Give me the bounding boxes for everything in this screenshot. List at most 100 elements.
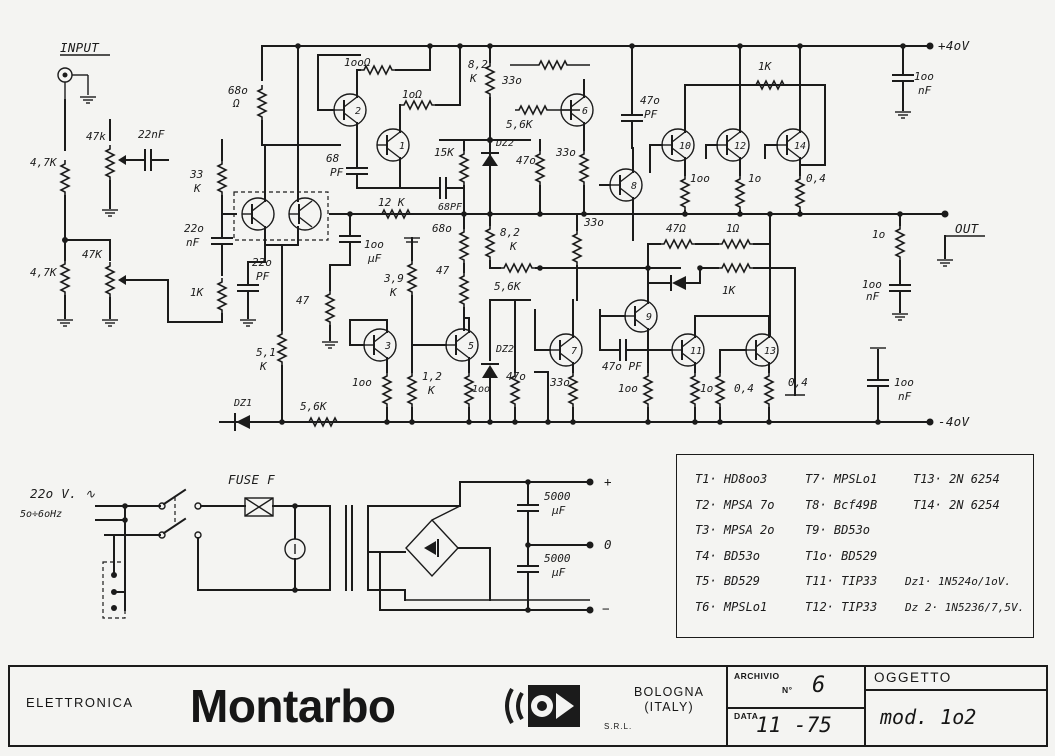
- component-label: 22o: [184, 222, 204, 235]
- component-label: 5,1: [256, 346, 276, 359]
- parts-list-item: T9· BD53o: [805, 523, 871, 537]
- component-label: 1o: [748, 172, 761, 185]
- component-label: K: [389, 286, 398, 299]
- component-label: K: [469, 72, 478, 85]
- parts-list-item: T13· 2N 6254: [913, 472, 1000, 486]
- component-label: 68o: [228, 84, 248, 97]
- component-label: nF: [918, 84, 932, 97]
- component-label: 47Ω: [666, 222, 686, 235]
- plus-rail-label: +4oV: [938, 38, 970, 53]
- supply-minus-label: −: [602, 601, 610, 616]
- component-label: 1K: [722, 284, 737, 297]
- transistor-number: 13: [764, 346, 776, 357]
- parts-list-item: T8· Bcf49B: [805, 497, 878, 512]
- filter-cap-unit: µF: [551, 566, 566, 579]
- parts-list-column: Dz1· 1N524o/1oV. Dz 2· 1N5236/7,5V.: [905, 569, 1024, 620]
- object-label: OGGETTO: [874, 670, 952, 685]
- component-label: 1o: [700, 382, 713, 395]
- parts-list-item: Dz 2· 1N5236/7,5V.: [905, 600, 1025, 614]
- component-label: 68o: [432, 222, 452, 235]
- parts-list-item: T1o· BD529: [805, 548, 878, 563]
- component-label: 47k: [86, 130, 106, 143]
- component-label: 5,6K: [300, 400, 328, 413]
- archive-number-label: N°: [782, 685, 793, 695]
- parts-list-item: T6· MPSLo1: [695, 599, 768, 614]
- component-label: nF: [866, 290, 880, 303]
- filter-cap-value: 5000: [544, 490, 571, 503]
- component-label: 1oo: [862, 278, 882, 291]
- filter-cap-unit: µF: [551, 504, 566, 517]
- input-label: INPUT: [60, 40, 100, 55]
- cell-divider: [866, 689, 1046, 691]
- supply-plus-label: +: [604, 474, 612, 489]
- parts-list-item: T5· BD529: [695, 574, 761, 588]
- component-label: 47o: [640, 94, 660, 107]
- component-label: 1oo: [352, 376, 372, 389]
- country-name: (ITALY): [644, 700, 694, 714]
- component-label: 8,2: [468, 58, 488, 71]
- component-label: µF: [367, 252, 382, 265]
- component-label: 33: [189, 168, 203, 181]
- component-label: nF: [898, 390, 912, 403]
- title-block-archive-cell: ARCHIVIO N° 6 DATA 11 -75: [728, 667, 866, 745]
- company-type: S.R.L.: [604, 722, 633, 731]
- component-label: 8,2: [500, 226, 520, 239]
- component-label: 68: [326, 152, 340, 165]
- parts-list-column: T13· 2N 6254 T14· 2N 6254: [913, 467, 1000, 518]
- component-label: 1ooΩ: [344, 56, 371, 69]
- component-label: nF: [186, 236, 200, 249]
- montarbo-logo-icon: [505, 685, 580, 727]
- component-label: 3,9: [383, 272, 404, 285]
- transistor-number: 11: [690, 346, 702, 357]
- component-label: 47: [436, 264, 450, 277]
- minus-rail-label: -4oV: [938, 414, 970, 429]
- component-label: K: [259, 360, 268, 373]
- component-label: DZ2: [495, 138, 514, 149]
- out-label: OUT: [955, 221, 980, 236]
- component-label: 15K: [434, 146, 455, 159]
- city-block: BOLOGNA (ITALY): [634, 685, 704, 715]
- component-label: DZ2: [495, 344, 514, 355]
- title-block-object-cell: OGGETTO mod. 1o2: [866, 667, 1046, 745]
- company-name: ELETTRONICA: [26, 695, 134, 710]
- parts-list-item: T2· MPSA 7o: [695, 497, 775, 512]
- component-label: 47o PF: [602, 360, 642, 373]
- parts-list-column: T1· HD8oo3 T2· MPSA 7o T3· MPSA 2o T4· B…: [695, 467, 774, 620]
- title-block: ELETTRONICA Montarbo BOLOGNA (ITALY) S.R…: [8, 665, 1048, 747]
- parts-list-item: T4· BD53o: [695, 548, 761, 563]
- component-label: 47o: [506, 370, 526, 383]
- title-block-company-cell: ELETTRONICA Montarbo BOLOGNA (ITALY) S.R…: [10, 667, 728, 745]
- component-label: 1oo: [472, 384, 490, 395]
- parts-list-item: T14· 2N 6254: [913, 497, 1000, 512]
- parts-list-box: T1· HD8oo3 T2· MPSA 7o T3· MPSA 2o T4· B…: [676, 454, 1034, 638]
- transistor-number: 10: [679, 141, 691, 152]
- transistor-number: 7: [571, 346, 577, 357]
- component-label: 22o: [252, 256, 272, 269]
- model-name: mod. 1o2: [880, 705, 977, 729]
- component-label: 1oo: [690, 172, 710, 185]
- supply-zero-label: 0: [604, 537, 612, 552]
- component-label: 68PF: [438, 202, 463, 213]
- component-label: 47K: [82, 248, 103, 261]
- component-label: DZ1: [233, 398, 252, 409]
- parts-list-item: Dz1· 1N524o/1oV.: [905, 575, 1011, 588]
- component-label: 0,4: [788, 376, 808, 389]
- transistor-number: 6: [582, 106, 588, 117]
- component-label: 33o: [549, 376, 570, 389]
- component-label: 1oo: [364, 238, 384, 251]
- parts-list-item: T7· MPSLo1: [805, 472, 878, 486]
- brand-name: Montarbo: [190, 680, 396, 732]
- component-label: 33o: [583, 216, 604, 229]
- component-label: 12 K: [378, 196, 406, 209]
- archive-label: ARCHIVIO: [734, 671, 780, 681]
- component-label: K: [427, 384, 436, 397]
- component-label: 1o: [872, 228, 885, 241]
- component-label: 1oo: [914, 70, 934, 83]
- parts-list-item: T11· TIP33: [805, 574, 878, 588]
- transistor-number: 5: [468, 341, 474, 352]
- component-label: 1K: [758, 60, 773, 73]
- transistor-number: 8: [631, 181, 637, 192]
- component-label: 1,2: [422, 370, 442, 383]
- city-name: BOLOGNA: [634, 685, 705, 699]
- parts-list-item: T3· MPSA 2o: [695, 523, 775, 537]
